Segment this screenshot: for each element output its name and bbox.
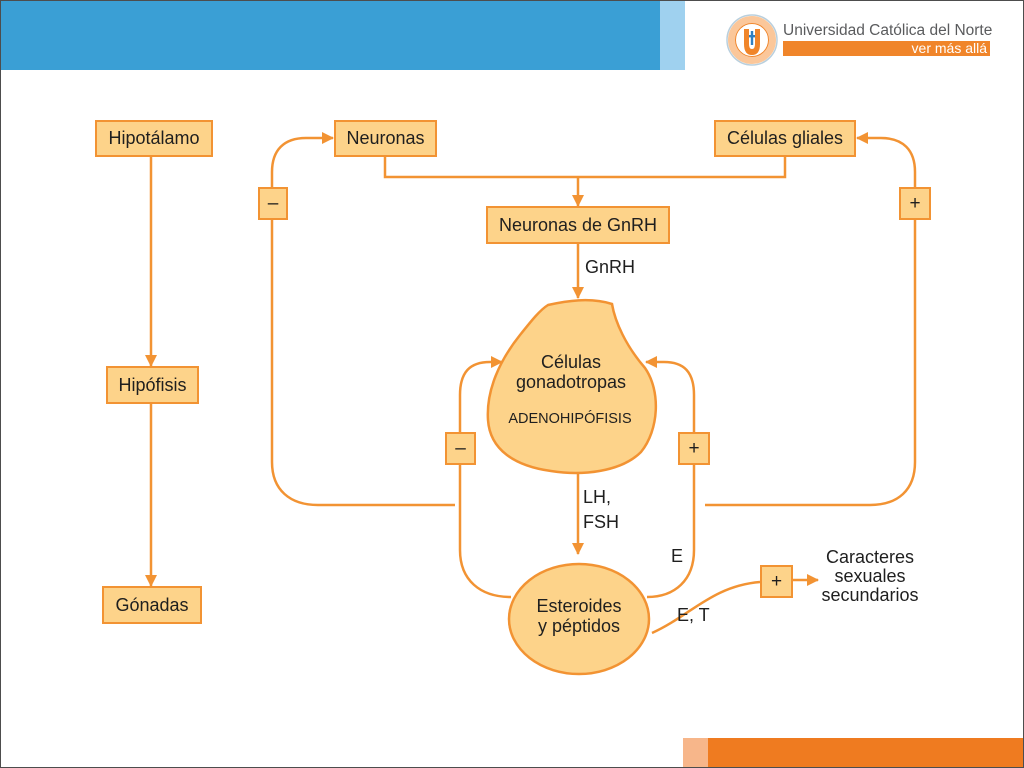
gonadotrope-cells-text: Células gonadotropas (505, 352, 637, 392)
gonadotrope-cells-line-1: Células (540, 352, 602, 372)
feedback-loop-stimulate-gonadotropes (645, 356, 696, 599)
gonadotrope-cells-line-2: gonadotropas (515, 372, 627, 392)
gnrh-neurons-label: Neuronas de GnRH (498, 214, 658, 235)
sign-box-stimulate-gonadotropes: + (678, 432, 710, 465)
gnrh-label: GnRH (585, 257, 636, 277)
footer-orange-bar (708, 738, 1024, 768)
lh-label: LH, (583, 487, 612, 507)
minus-sign: – (455, 437, 466, 459)
secondary-line-3: secundarios (821, 585, 919, 605)
steroids-line-1: Esteroides (536, 596, 622, 616)
feedback-loop-inhibit-gonadotropes (458, 356, 512, 599)
secondary-line-1: Caracteres (825, 547, 915, 567)
secondary-line-2: sexuales (834, 566, 906, 586)
header-light-blue-strip (660, 0, 685, 70)
gonadas-box: Gónadas (102, 586, 202, 624)
slogan-bar: ver más allá (783, 41, 990, 56)
sign-box-to-glial-cells: + (899, 187, 931, 220)
plus-sign: + (770, 570, 783, 592)
glial-cells-box: Células gliales (714, 120, 856, 157)
plus-sign: + (688, 437, 700, 459)
neurons-label: Neuronas (346, 128, 425, 148)
gonadas-label: Gónadas (115, 594, 189, 615)
hipotalamo-label: Hipotálamo (108, 128, 200, 148)
slogan-text: ver más allá (911, 40, 987, 56)
steroids-peptides-text: Esteroides y péptidos (519, 596, 639, 636)
university-seal-icon (726, 14, 778, 66)
neurons-box: Neuronas (334, 120, 437, 157)
header-blue-bar (0, 0, 660, 70)
footer-peach-block (683, 738, 708, 768)
connector-neurons-glia (383, 157, 787, 179)
connector-steroids-to-traits-sign (651, 580, 761, 635)
gonadotrope-cells-shape (486, 298, 657, 475)
plus-sign: + (909, 192, 921, 214)
steroids-line-2: y péptidos (537, 616, 621, 636)
sign-box-to-secondary-characteristics: + (760, 565, 793, 598)
steroids-peptides-shape (507, 562, 651, 676)
estrogen-testosterone-label: E, T (677, 605, 710, 625)
glial-cells-label: Células gliales (726, 128, 844, 148)
sign-box-inhibit-gonadotropes: – (445, 432, 476, 465)
minus-sign: – (267, 192, 279, 214)
feedback-loop-to-neurons (270, 132, 455, 507)
fsh-label: FSH (583, 512, 619, 532)
hipofisis-box: Hipófisis (106, 366, 199, 404)
feedback-loop-to-glial-cells (705, 132, 917, 507)
sign-box-to-neurons: – (258, 187, 288, 220)
hipotalamo-box: Hipotálamo (95, 120, 213, 157)
gnrh-neurons-box: Neuronas de GnRH (486, 206, 670, 244)
adenohypophysis-label: ADENOHIPÓFISIS (508, 411, 632, 427)
secondary-characteristics-text: Caracteres sexuales secundarios (810, 548, 930, 605)
hipofisis-label: Hipófisis (118, 374, 187, 395)
institution-name: Universidad Católica del Norte (783, 22, 993, 39)
estrogen-label: E (671, 546, 684, 566)
